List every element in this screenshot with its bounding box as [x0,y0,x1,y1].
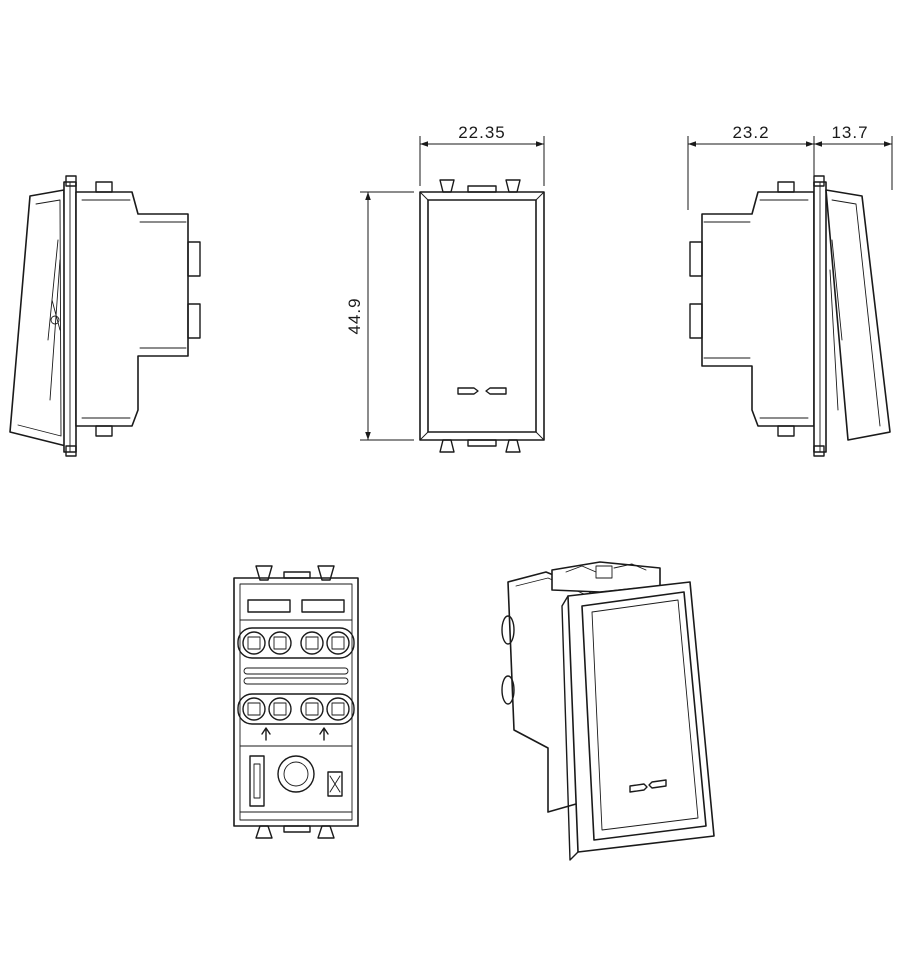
rear-view [233,565,359,839]
side-depth-dimension: 23.2 [732,123,769,142]
left-side-view [9,175,201,457]
front-view: 22.35 44.9 [345,123,545,453]
right-side-view: 23.2 13.7 [687,123,893,457]
isometric-view [501,561,715,861]
front-height-dimension: 44.9 [345,297,364,334]
key-depth-dimension: 13.7 [831,123,868,142]
front-width-dimension: 22.35 [458,123,506,142]
